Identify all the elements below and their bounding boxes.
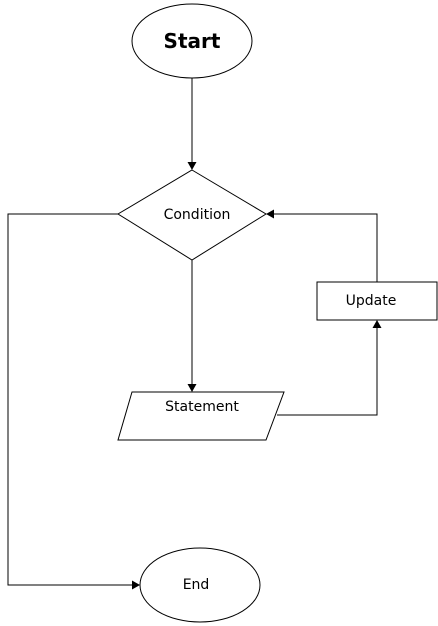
condition-diamond (117, 169, 267, 261)
edges (7, 78, 382, 590)
start-label: Start (164, 29, 221, 53)
start-ellipse (131, 3, 253, 79)
statement-parallelogram (117, 391, 285, 441)
node-condition: Condition (117, 169, 267, 261)
edge-condition-to-end (7, 213, 133, 586)
arrowhead-start-to-condition (187, 162, 197, 170)
arrowhead-condition-to-statement (187, 384, 197, 392)
node-end: End (139, 547, 261, 623)
statement-label: Statement (165, 399, 239, 415)
condition-label: Condition (164, 207, 231, 223)
arrowhead-update-to-condition (266, 209, 274, 219)
arrowhead-condition-to-end (132, 580, 140, 590)
edge-statement-to-update (277, 327, 378, 416)
update-label: Update (346, 293, 397, 309)
arrowhead-statement-to-update (372, 320, 382, 328)
end-ellipse (139, 547, 261, 623)
node-statement: Statement (117, 391, 285, 441)
node-update: Update (316, 281, 438, 321)
update-rect (316, 281, 438, 321)
edge-update-to-condition (273, 213, 378, 282)
end-label: End (183, 577, 210, 593)
node-start: Start (131, 3, 253, 79)
